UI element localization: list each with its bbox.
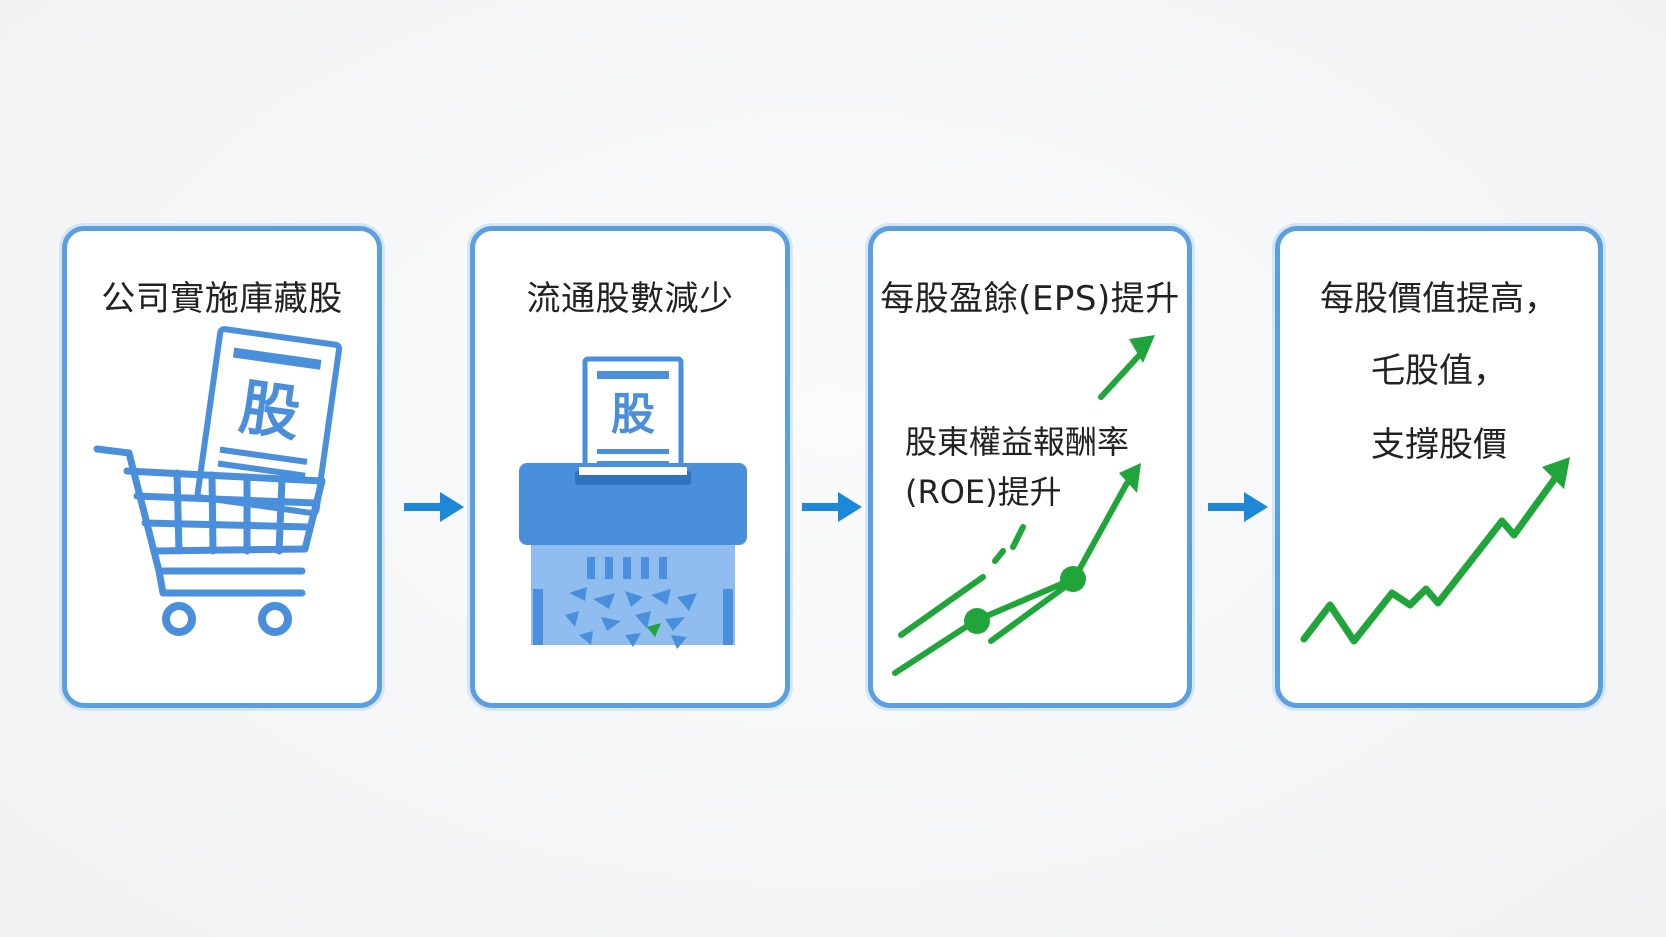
step-card-buyback: 公司實施庫藏股 股 xyxy=(62,226,382,708)
value-line-2: 乇股值， xyxy=(1371,351,1507,391)
shopping-cart-with-stock-certificate-icon: 股 xyxy=(93,326,343,636)
step-title: 每股盈餘(EPS)提升 xyxy=(880,279,1180,319)
step-title: 公司實施庫藏股 xyxy=(101,279,343,319)
rising-zigzag-trend-icon xyxy=(1300,457,1570,645)
step-title: 流通股數減少 xyxy=(526,279,734,319)
value-line-1: 每股價值提高， xyxy=(1320,279,1558,319)
step-card-value-support: 每股價值提高， 乇股值， 支撐股價 xyxy=(1275,226,1603,708)
roe-line-2: (ROE)提升 xyxy=(905,473,1062,511)
roe-line-1: 股東權益報酬率 xyxy=(905,423,1130,461)
certificate-char: 股 xyxy=(235,372,304,450)
certificate-char: 股 xyxy=(611,389,655,440)
arrow-right-icon xyxy=(802,492,862,522)
value-line-3: 支撐股價 xyxy=(1371,425,1507,465)
paper-shredder-stock-certificate-icon: 股 xyxy=(519,356,747,649)
rising-trend-lines-icon xyxy=(892,335,1155,676)
arrow-right-icon xyxy=(1208,492,1268,522)
arrow-right-icon xyxy=(404,492,464,522)
step-card-shares-reduced: 流通股數減少 股 xyxy=(470,226,790,708)
step-card-eps-roe: 每股盈餘(EPS)提升 股東權益報酬率 (ROE)提升 xyxy=(868,226,1192,708)
